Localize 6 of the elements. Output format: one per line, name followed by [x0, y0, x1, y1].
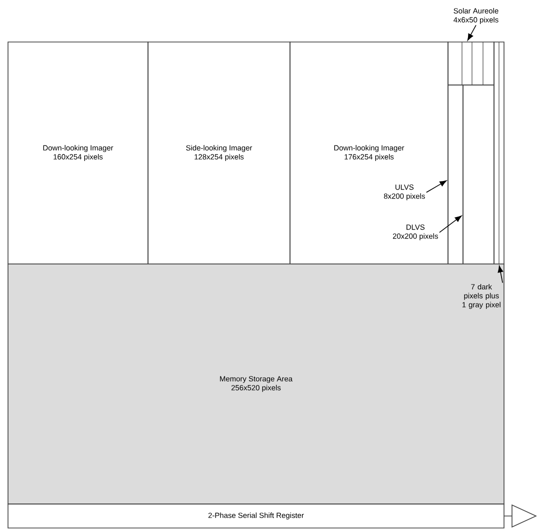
dark-pixel-strip: [494, 42, 504, 264]
leader-arrow: [439, 216, 462, 233]
leader-arrow: [426, 180, 447, 193]
leader-arrow: [498, 266, 504, 284]
leader-arrow: [467, 24, 476, 41]
pixel-region: [448, 42, 494, 86]
